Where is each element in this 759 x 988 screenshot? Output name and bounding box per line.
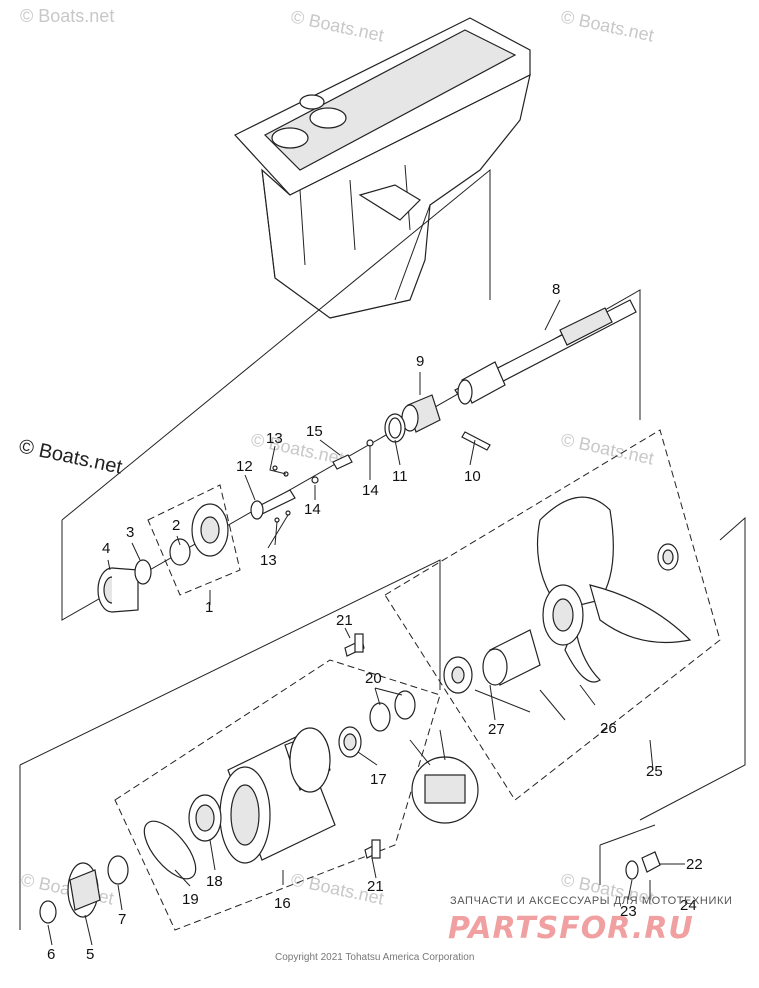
callout-23: 23 <box>620 903 637 920</box>
callout-21-upper: 21 <box>336 612 353 629</box>
watermark-top-center: © Boats.net <box>289 6 385 45</box>
callout-13-upper: 13 <box>266 430 283 447</box>
leader-lines <box>47 299 685 946</box>
callout-4: 4 <box>102 540 110 557</box>
partsfor-tagline: ЗАПЧАСТИ И АКСЕССУАРЫ ДЛЯ МОТОТЕХНИКИ <box>450 895 732 907</box>
seals-and-rings <box>39 794 222 924</box>
clutch-assembly <box>384 394 491 451</box>
callout-numbers: 1 2 3 4 5 6 7 8 9 10 11 12 13 13 14 14 1… <box>47 281 703 963</box>
callout-7: 7 <box>118 911 126 928</box>
callout-21-lower: 21 <box>367 878 384 895</box>
watermark-top-right: © Boats.net <box>559 6 655 45</box>
callout-9: 9 <box>416 353 424 370</box>
gear-case-housing <box>234 17 531 319</box>
watermark-mid-right: © Boats.net <box>559 429 655 468</box>
forward-gear-group <box>97 484 241 613</box>
callout-24: 24 <box>680 897 697 914</box>
leader-frame-upper <box>61 168 641 621</box>
callout-11: 11 <box>392 468 408 485</box>
callout-14-left: 14 <box>304 501 321 518</box>
propeller-kit-frame <box>384 429 721 801</box>
detail-inset <box>409 729 479 824</box>
watermark-top-left: © Boats.net <box>20 6 114 26</box>
callout-2: 2 <box>172 517 180 534</box>
watermark-boats-net: © Boats.net <box>17 435 125 478</box>
watermark-bottom-left: © Boats.net <box>19 869 115 908</box>
partsfor-logo: PARTSFOR.RU <box>448 911 694 946</box>
callout-13-lower: 13 <box>260 552 277 569</box>
needle-bearings <box>338 690 416 758</box>
callout-26: 26 <box>600 720 617 737</box>
drive-shaft <box>454 299 637 405</box>
prop-nut-group <box>599 824 661 900</box>
callout-16: 16 <box>274 895 291 912</box>
callout-6: 6 <box>47 946 55 963</box>
callout-19: 19 <box>182 891 199 908</box>
callout-18: 18 <box>206 873 223 890</box>
thrust-spacer <box>443 629 541 694</box>
callout-1: 1 <box>205 599 213 616</box>
callout-25: 25 <box>646 763 663 780</box>
callout-10: 10 <box>464 468 481 485</box>
bearing-carrier <box>219 727 336 864</box>
propeller <box>536 496 692 683</box>
bolts <box>344 633 381 859</box>
callout-20: 20 <box>365 670 382 687</box>
callout-27: 27 <box>488 721 505 738</box>
callout-12: 12 <box>236 458 253 475</box>
lower-group-frame <box>114 659 441 931</box>
callout-15: 15 <box>306 423 323 440</box>
callout-22: 22 <box>686 856 703 873</box>
callout-5: 5 <box>86 946 94 963</box>
callout-3: 3 <box>126 524 134 541</box>
callout-14-right: 14 <box>362 482 379 499</box>
callout-17: 17 <box>370 771 387 788</box>
pinion-small-parts <box>250 439 374 523</box>
callout-8: 8 <box>552 281 560 298</box>
copyright-text: Copyright 2021 Tohatsu America Corporati… <box>275 952 474 963</box>
